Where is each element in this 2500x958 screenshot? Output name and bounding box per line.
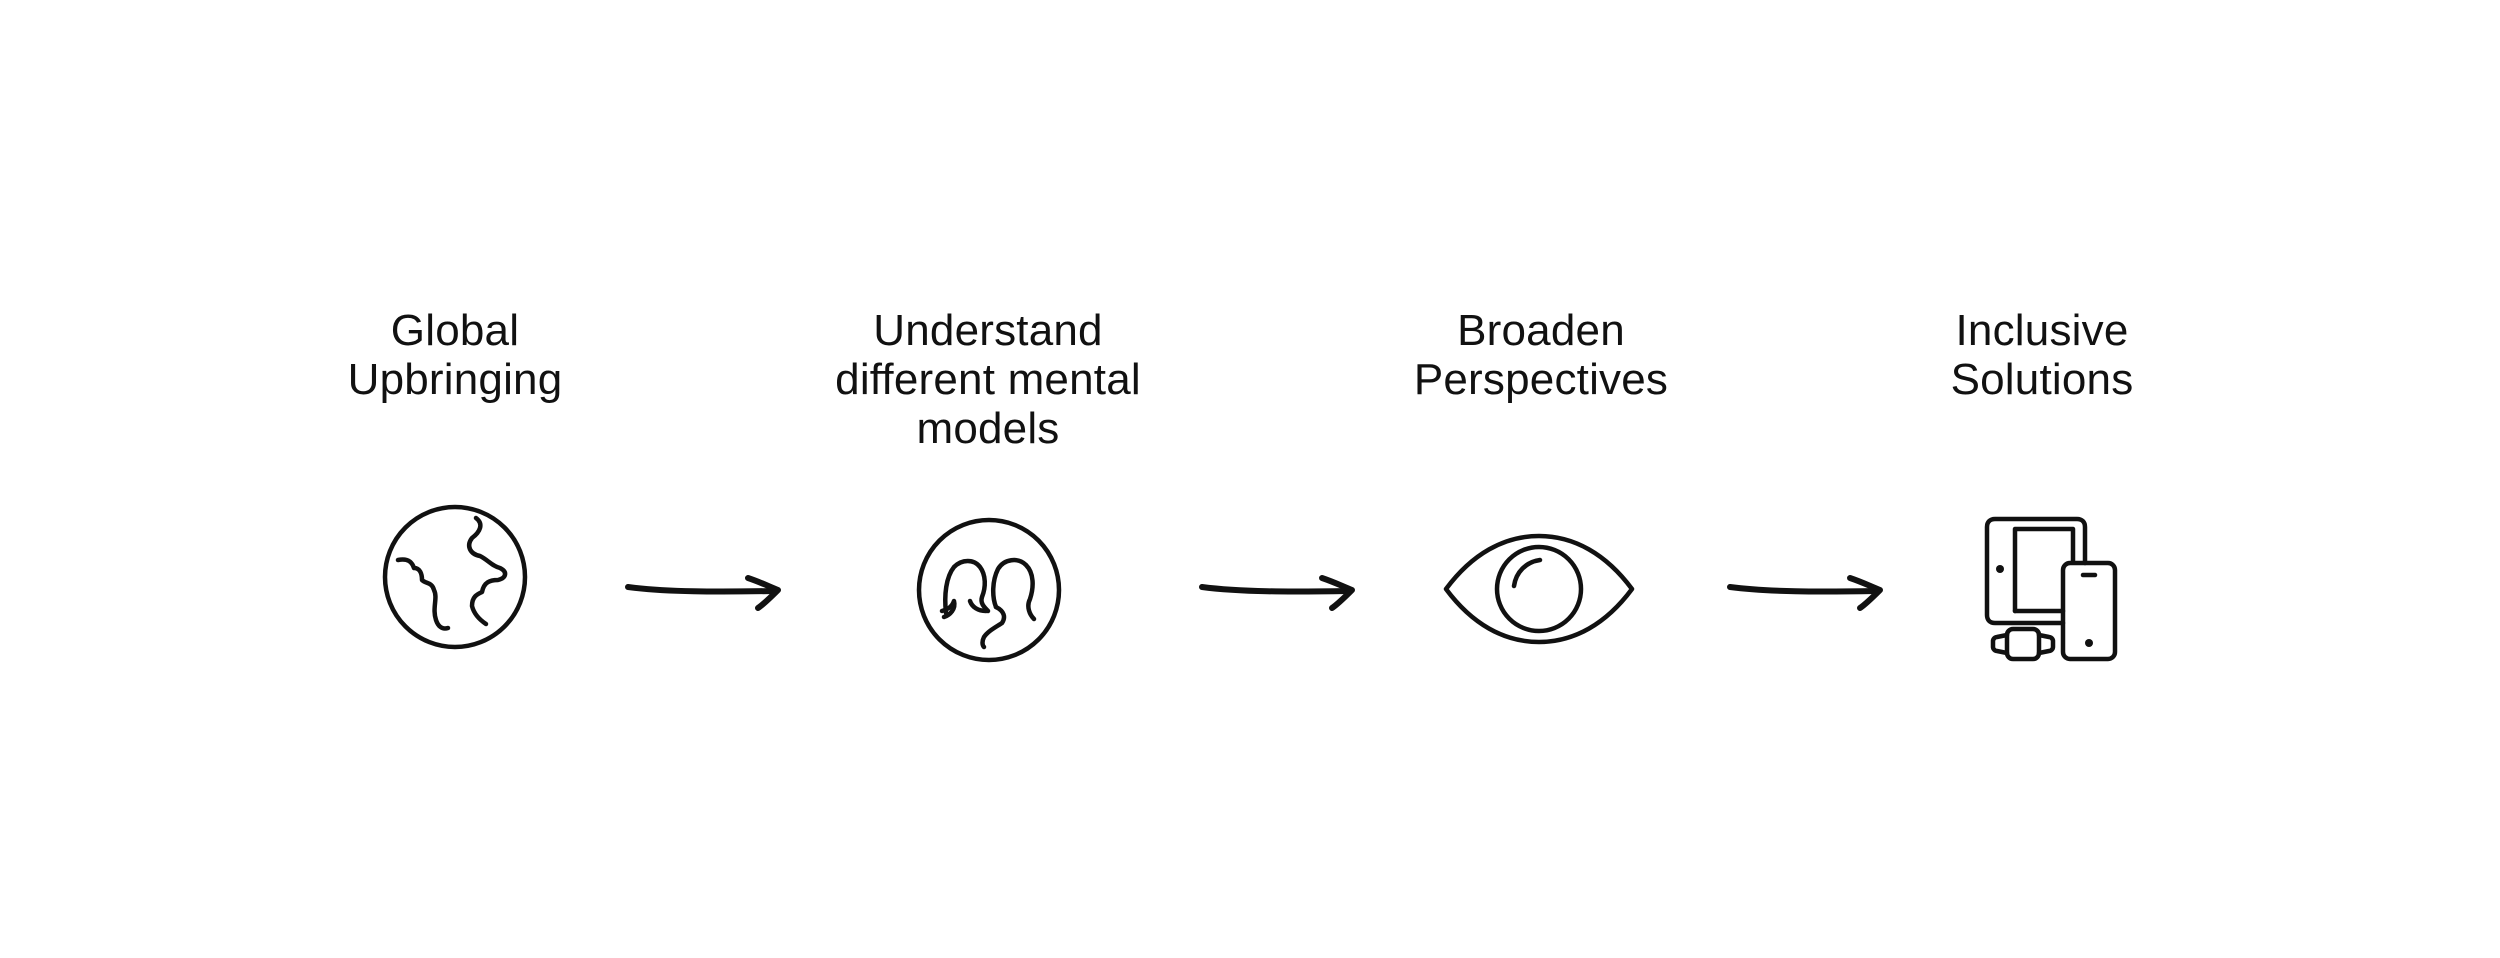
step-label-understand-mental-models: Understand different mental models bbox=[835, 306, 1141, 453]
step-label-inclusive-solutions: Inclusive Solutions bbox=[1950, 306, 2134, 404]
eye-icon bbox=[1442, 530, 1636, 648]
step-label-global-upbringing: Global Upbringing bbox=[347, 306, 563, 404]
devices-icon bbox=[1984, 515, 2141, 665]
step-label-broaden-perspectives: Broaden Perspectives bbox=[1413, 306, 1669, 404]
two-heads-icon bbox=[914, 515, 1064, 665]
arrow-right-icon bbox=[625, 572, 786, 612]
arrow-right-icon bbox=[1199, 572, 1360, 612]
arrow-right-icon bbox=[1727, 572, 1888, 612]
globe-icon bbox=[380, 502, 530, 652]
